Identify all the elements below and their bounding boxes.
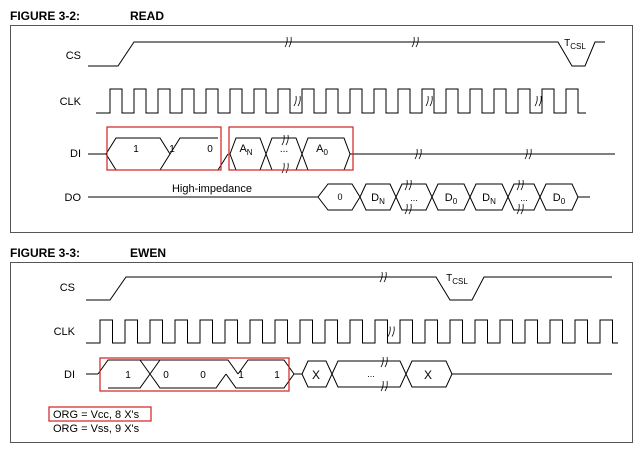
read-di-break-0	[281, 134, 289, 146]
read-di-addr-last: A0	[316, 143, 328, 157]
read-do-zero: 0	[337, 192, 342, 202]
read-do-cell-text-4: ...	[520, 193, 528, 203]
ewen-di-bit-2: 0	[200, 370, 206, 381]
ewen-org-line-0: ORG = Vcc, 8 X's	[53, 409, 140, 421]
read-signal-label-cs: CS	[66, 50, 81, 62]
read-do-break-3	[516, 203, 524, 215]
read-clk-line-break-2	[534, 95, 542, 107]
read-di-addr-dots-text: ...	[280, 144, 288, 155]
read-do-cell-text-0: DN	[371, 192, 385, 206]
read-do-note: High-impedance	[172, 183, 252, 195]
read-cs-line	[88, 41, 605, 67]
read-di-bit-1: 1	[169, 144, 175, 155]
read-cs-break-1	[411, 36, 419, 48]
read-di-highlight-opcode	[106, 126, 222, 171]
ewen-di-seg4	[237, 359, 295, 375]
read-do-cell-text-3: DN	[482, 192, 496, 206]
ewen-di-highlight-opcode	[99, 357, 290, 392]
ewen-di-seg3	[225, 373, 295, 389]
ewen-di-bit-1: 0	[163, 370, 169, 381]
ewen-di-break-0	[380, 356, 388, 368]
figure-3-3-frame	[10, 262, 633, 443]
ewen-di-seg2	[139, 359, 227, 389]
read-do-break-2	[516, 179, 524, 191]
ewen-di-x-text-1: ...	[367, 369, 375, 379]
read-do-cell-text-1: ...	[410, 193, 418, 203]
ewen-di-break-1	[380, 380, 388, 392]
read-signal-label-do: DO	[65, 192, 82, 204]
ewen-di-bit-0: 1	[125, 370, 131, 381]
read-clk-line-break-1	[425, 95, 433, 107]
figure-3-2-frame	[10, 25, 633, 233]
read-cs-break-0	[284, 36, 292, 48]
ewen-di-x-text-2: X	[424, 368, 432, 382]
read-clk-line	[96, 88, 586, 114]
figure-3-2-name: READ	[130, 9, 165, 23]
ewen-org-line-1: ORG = Vss, 9 X's	[53, 423, 140, 435]
read-do-break-1	[404, 203, 412, 215]
read-signal-label-clk: CLK	[60, 96, 82, 108]
ewen-di-bit-3: 1	[238, 370, 244, 381]
read-do-break-0	[404, 179, 412, 191]
figure-3-3-name: EWEN	[130, 246, 166, 260]
read-di-break-1	[281, 162, 289, 174]
read-di-bit-0: 1	[133, 144, 139, 155]
ewen-di-seg1	[108, 359, 161, 389]
ewen-di-bit-4: 1	[274, 370, 280, 381]
ewen-cs-break-0	[379, 271, 387, 283]
ewen-org-highlight	[48, 406, 152, 422]
read-di-break-3	[524, 148, 532, 160]
read-clk-line-break-0	[293, 95, 301, 107]
ewen-clk-line	[86, 319, 618, 344]
read-di-last-bit	[169, 137, 218, 155]
read-signal-label-di: DI	[70, 148, 81, 160]
ewen-signal-label-cs: CS	[60, 282, 75, 294]
read-do-cell-text-2: D0	[445, 192, 458, 206]
ewen-clk-line-break-0	[387, 326, 395, 337]
read-di-break-2	[414, 148, 422, 160]
read-di-highlight-address	[228, 126, 354, 171]
read-di-addr-first: AN	[239, 143, 252, 157]
ewen-di-x-text-0: X	[312, 368, 320, 382]
ewen-signal-label-di: DI	[64, 369, 75, 381]
read-di-bit-2: 0	[207, 144, 213, 155]
read-do-cell-text-5: D0	[553, 192, 566, 206]
ewen-signal-label-clk: CLK	[54, 326, 76, 338]
figure-3-2-label: FIGURE 3-2:	[10, 9, 81, 23]
read-tcsl-label: TCSL	[564, 38, 586, 51]
figure-3-3-label: FIGURE 3-3:	[10, 246, 81, 260]
ewen-tcsl-label: TCSL	[446, 273, 468, 286]
ewen-di-high	[97, 359, 239, 375]
ewen-cs-line	[86, 276, 612, 301]
